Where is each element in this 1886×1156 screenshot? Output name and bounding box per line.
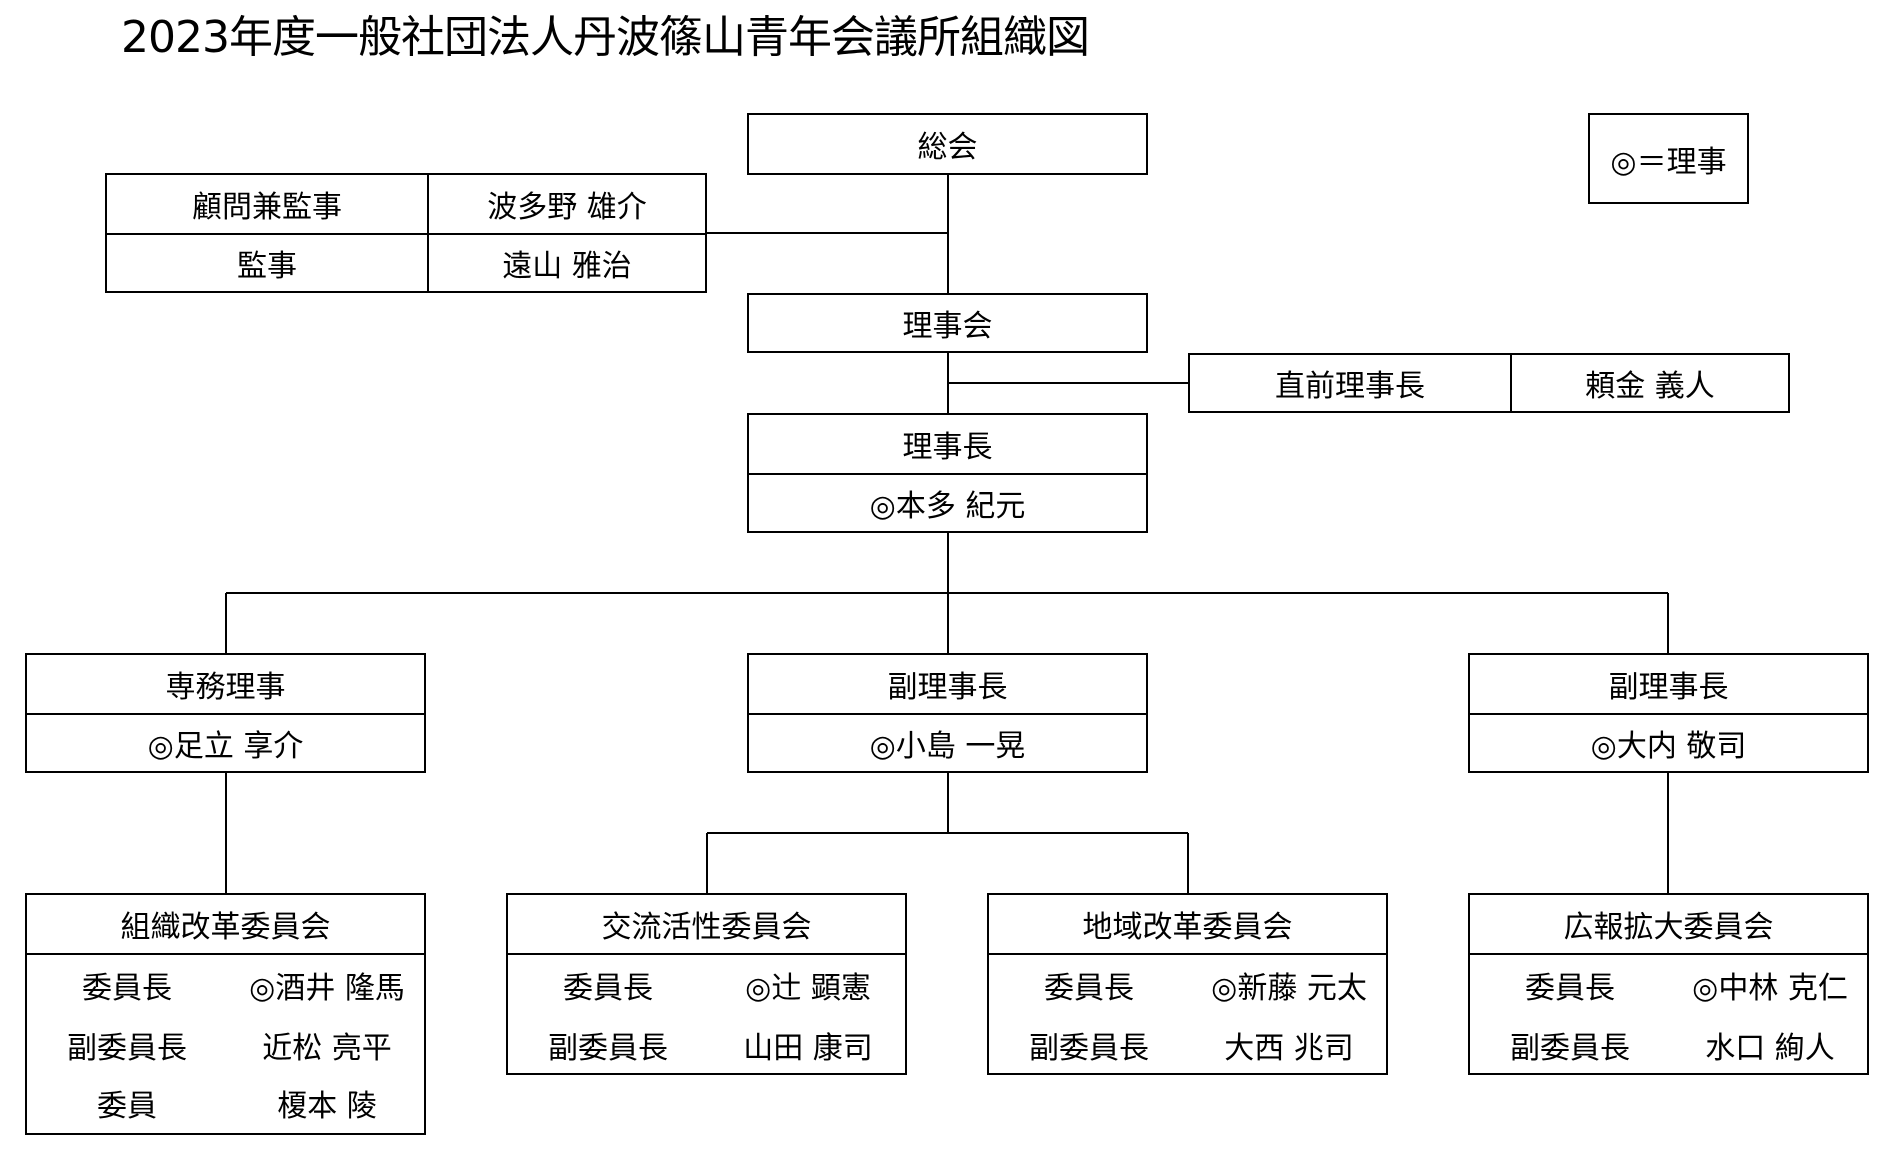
member-row: 委員長 ◎中林 克仁 [1470, 955, 1867, 1015]
member-row: 副委員長 近松 亮平 [27, 1015, 424, 1075]
member-name: 山田 康司 [743, 1031, 873, 1066]
past-president-name: 頼金 義人 [1510, 355, 1788, 411]
committee-divider [989, 953, 1386, 955]
member-name: 近松 亮平 [262, 1031, 392, 1066]
member-role: 委員 [97, 1089, 157, 1124]
committee-title: 広報拡大委員会 [1563, 910, 1774, 945]
member-row: 委員長 ◎新藤 元太 [989, 955, 1386, 1015]
general-assembly-label: 総会 [917, 130, 978, 165]
committee-divider [508, 953, 905, 955]
executive-box: 専務理事 ◎足立 享介 [25, 653, 426, 773]
past-president-role: 直前理事長 [1275, 369, 1425, 404]
executive-role: 副理事長 [887, 670, 1008, 705]
committee-box: 広報拡大委員会 委員長 ◎中林 克仁 副委員長 水口 絢人 [1468, 893, 1869, 1075]
member-name: 水口 絢人 [1705, 1031, 1835, 1066]
member-role: 委員長 [1044, 971, 1134, 1006]
auditor-role: 監事 [107, 233, 427, 291]
board-label: 理事会 [902, 309, 993, 344]
member-name: 榎本 陵 [277, 1089, 377, 1124]
member-name: ◎酒井 隆馬 [249, 971, 405, 1006]
president-name: ◎本多 紀元 [749, 473, 1146, 531]
executive-box: 副理事長 ◎小島 一晃 [747, 653, 1148, 773]
president-role: 理事長 [902, 430, 993, 465]
member-role: 副委員長 [1510, 1031, 1630, 1066]
member-role: 副委員長 [548, 1031, 668, 1066]
member-row: 委員長 ◎辻 顕憲 [508, 955, 905, 1015]
committee-box: 組織改革委員会 委員長 ◎酒井 隆馬 副委員長 近松 亮平 委員 榎本 陵 [25, 893, 426, 1135]
member-row: 委員 榎本 陵 [27, 1073, 424, 1133]
committee-divider [27, 953, 424, 955]
board-box: 理事会 [747, 293, 1148, 353]
executive-name: ◎小島 一晃 [749, 713, 1146, 771]
committee-box: 交流活性委員会 委員長 ◎辻 顕憲 副委員長 山田 康司 [506, 893, 907, 1075]
executive-name: ◎足立 享介 [27, 713, 424, 771]
member-role: 委員長 [82, 971, 172, 1006]
member-row: 副委員長 大西 兆司 [989, 1015, 1386, 1075]
executive-box: 副理事長 ◎大内 敬司 [1468, 653, 1869, 773]
member-name: ◎辻 顕憲 [745, 971, 871, 1006]
auditor-name: 遠山 雅治 [427, 233, 705, 291]
president-box: 理事長 ◎本多 紀元 [747, 413, 1148, 533]
member-role: 副委員長 [67, 1031, 187, 1066]
member-role: 委員長 [563, 971, 653, 1006]
chart-title: 2023年度一般社団法人丹波篠山青年会議所組織図 [121, 12, 1090, 63]
past-president-box: 直前理事長 頼金 義人 [1188, 353, 1790, 413]
auditor-name: 波多野 雄介 [427, 175, 705, 233]
member-name: ◎中林 克仁 [1692, 971, 1848, 1006]
executive-name: ◎大内 敬司 [1470, 713, 1867, 771]
legend-box: ◎＝理事 [1588, 113, 1749, 204]
committee-title: 交流活性委員会 [601, 910, 812, 945]
committee-box: 地域改革委員会 委員長 ◎新藤 元太 副委員長 大西 兆司 [987, 893, 1388, 1075]
member-row: 委員長 ◎酒井 隆馬 [27, 955, 424, 1015]
legend-text: ◎＝理事 [1610, 144, 1727, 180]
member-name: 大西 兆司 [1224, 1031, 1354, 1066]
executive-role: 副理事長 [1608, 670, 1729, 705]
committee-title: 組織改革委員会 [120, 910, 331, 945]
auditors-box: 顧問兼監事 波多野 雄介 監事 遠山 雅治 [105, 173, 707, 293]
committee-title: 地域改革委員会 [1082, 910, 1293, 945]
member-row: 副委員長 水口 絢人 [1470, 1015, 1867, 1075]
member-name: ◎新藤 元太 [1211, 971, 1367, 1006]
member-role: 委員長 [1525, 971, 1615, 1006]
member-role: 副委員長 [1029, 1031, 1149, 1066]
committee-divider [1470, 953, 1867, 955]
general-assembly-box: 総会 [747, 113, 1148, 175]
executive-role: 専務理事 [165, 670, 286, 705]
member-row: 副委員長 山田 康司 [508, 1015, 905, 1075]
auditor-role: 顧問兼監事 [192, 190, 342, 225]
